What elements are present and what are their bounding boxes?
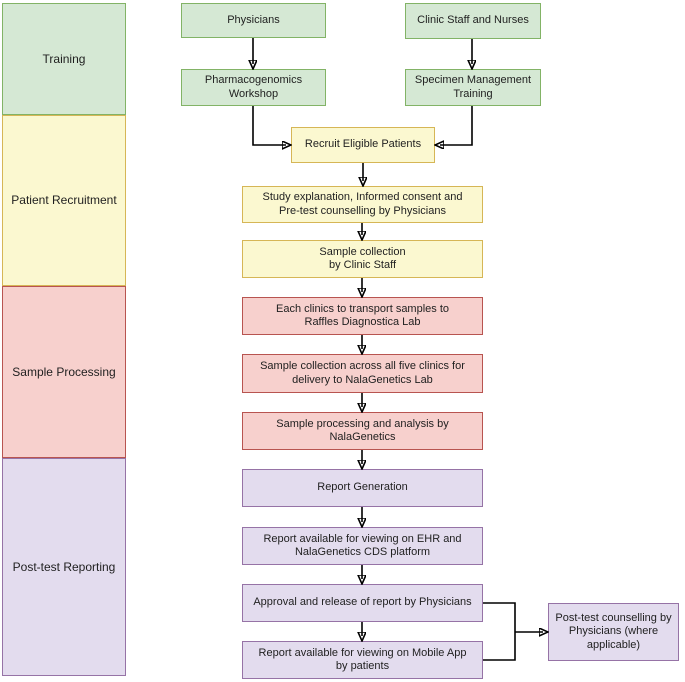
arrow-workshop-to-recruit bbox=[252, 106, 286, 145]
box-processing-analysis-nalagenetics: Sample processing and analysis by NalaGe… bbox=[242, 412, 483, 450]
box-collection-nalagenetics-lab: Sample collection across all five clinic… bbox=[242, 354, 483, 393]
box-clinic-staff-and-nurses: Clinic Staff and Nurses bbox=[405, 3, 541, 39]
box-recruit-eligible-patients: Recruit Eligible Patients bbox=[291, 127, 435, 163]
box-report-generation: Report Generation bbox=[242, 469, 483, 507]
phase-label-processing: Sample Processing bbox=[12, 364, 116, 379]
box-report-mobile-app: Report available for viewing on Mobile A… bbox=[242, 641, 483, 679]
box-study-explanation-consent: Study explanation, Informed consent and … bbox=[242, 186, 483, 223]
phase-label-reporting: Post-test Reporting bbox=[12, 559, 116, 574]
box-report-ehr-cds-platform: Report available for viewing on EHR and … bbox=[242, 527, 483, 565]
box-sample-collection-clinic-staff: Sample collection by Clinic Staff bbox=[242, 240, 483, 278]
box-pharmacogenomics-workshop: Pharmacogenomics Workshop bbox=[181, 69, 326, 106]
connector-bracket-to-counselling bbox=[483, 602, 516, 661]
phase-band-sample-processing: Sample Processing bbox=[2, 286, 126, 458]
phase-band-post-test-reporting: Post-test Reporting bbox=[2, 458, 126, 676]
phase-label-recruitment: Patient Recruitment bbox=[11, 193, 117, 207]
phase-band-patient-recruitment: Patient Recruitment bbox=[2, 115, 126, 286]
arrow-specimen-to-recruit bbox=[440, 106, 473, 145]
box-post-test-counselling: Post-test counselling by Physicians (whe… bbox=[548, 603, 679, 661]
phase-label-training: Training bbox=[42, 51, 86, 66]
box-transport-raffles-lab: Each clinics to transport samples to Raf… bbox=[242, 297, 483, 335]
box-specimen-management-training: Specimen Management Training bbox=[405, 69, 541, 106]
box-approval-release-report: Approval and release of report by Physic… bbox=[242, 584, 483, 622]
box-physicians: Physicians bbox=[181, 3, 326, 38]
phase-band-training: Training bbox=[2, 3, 126, 115]
